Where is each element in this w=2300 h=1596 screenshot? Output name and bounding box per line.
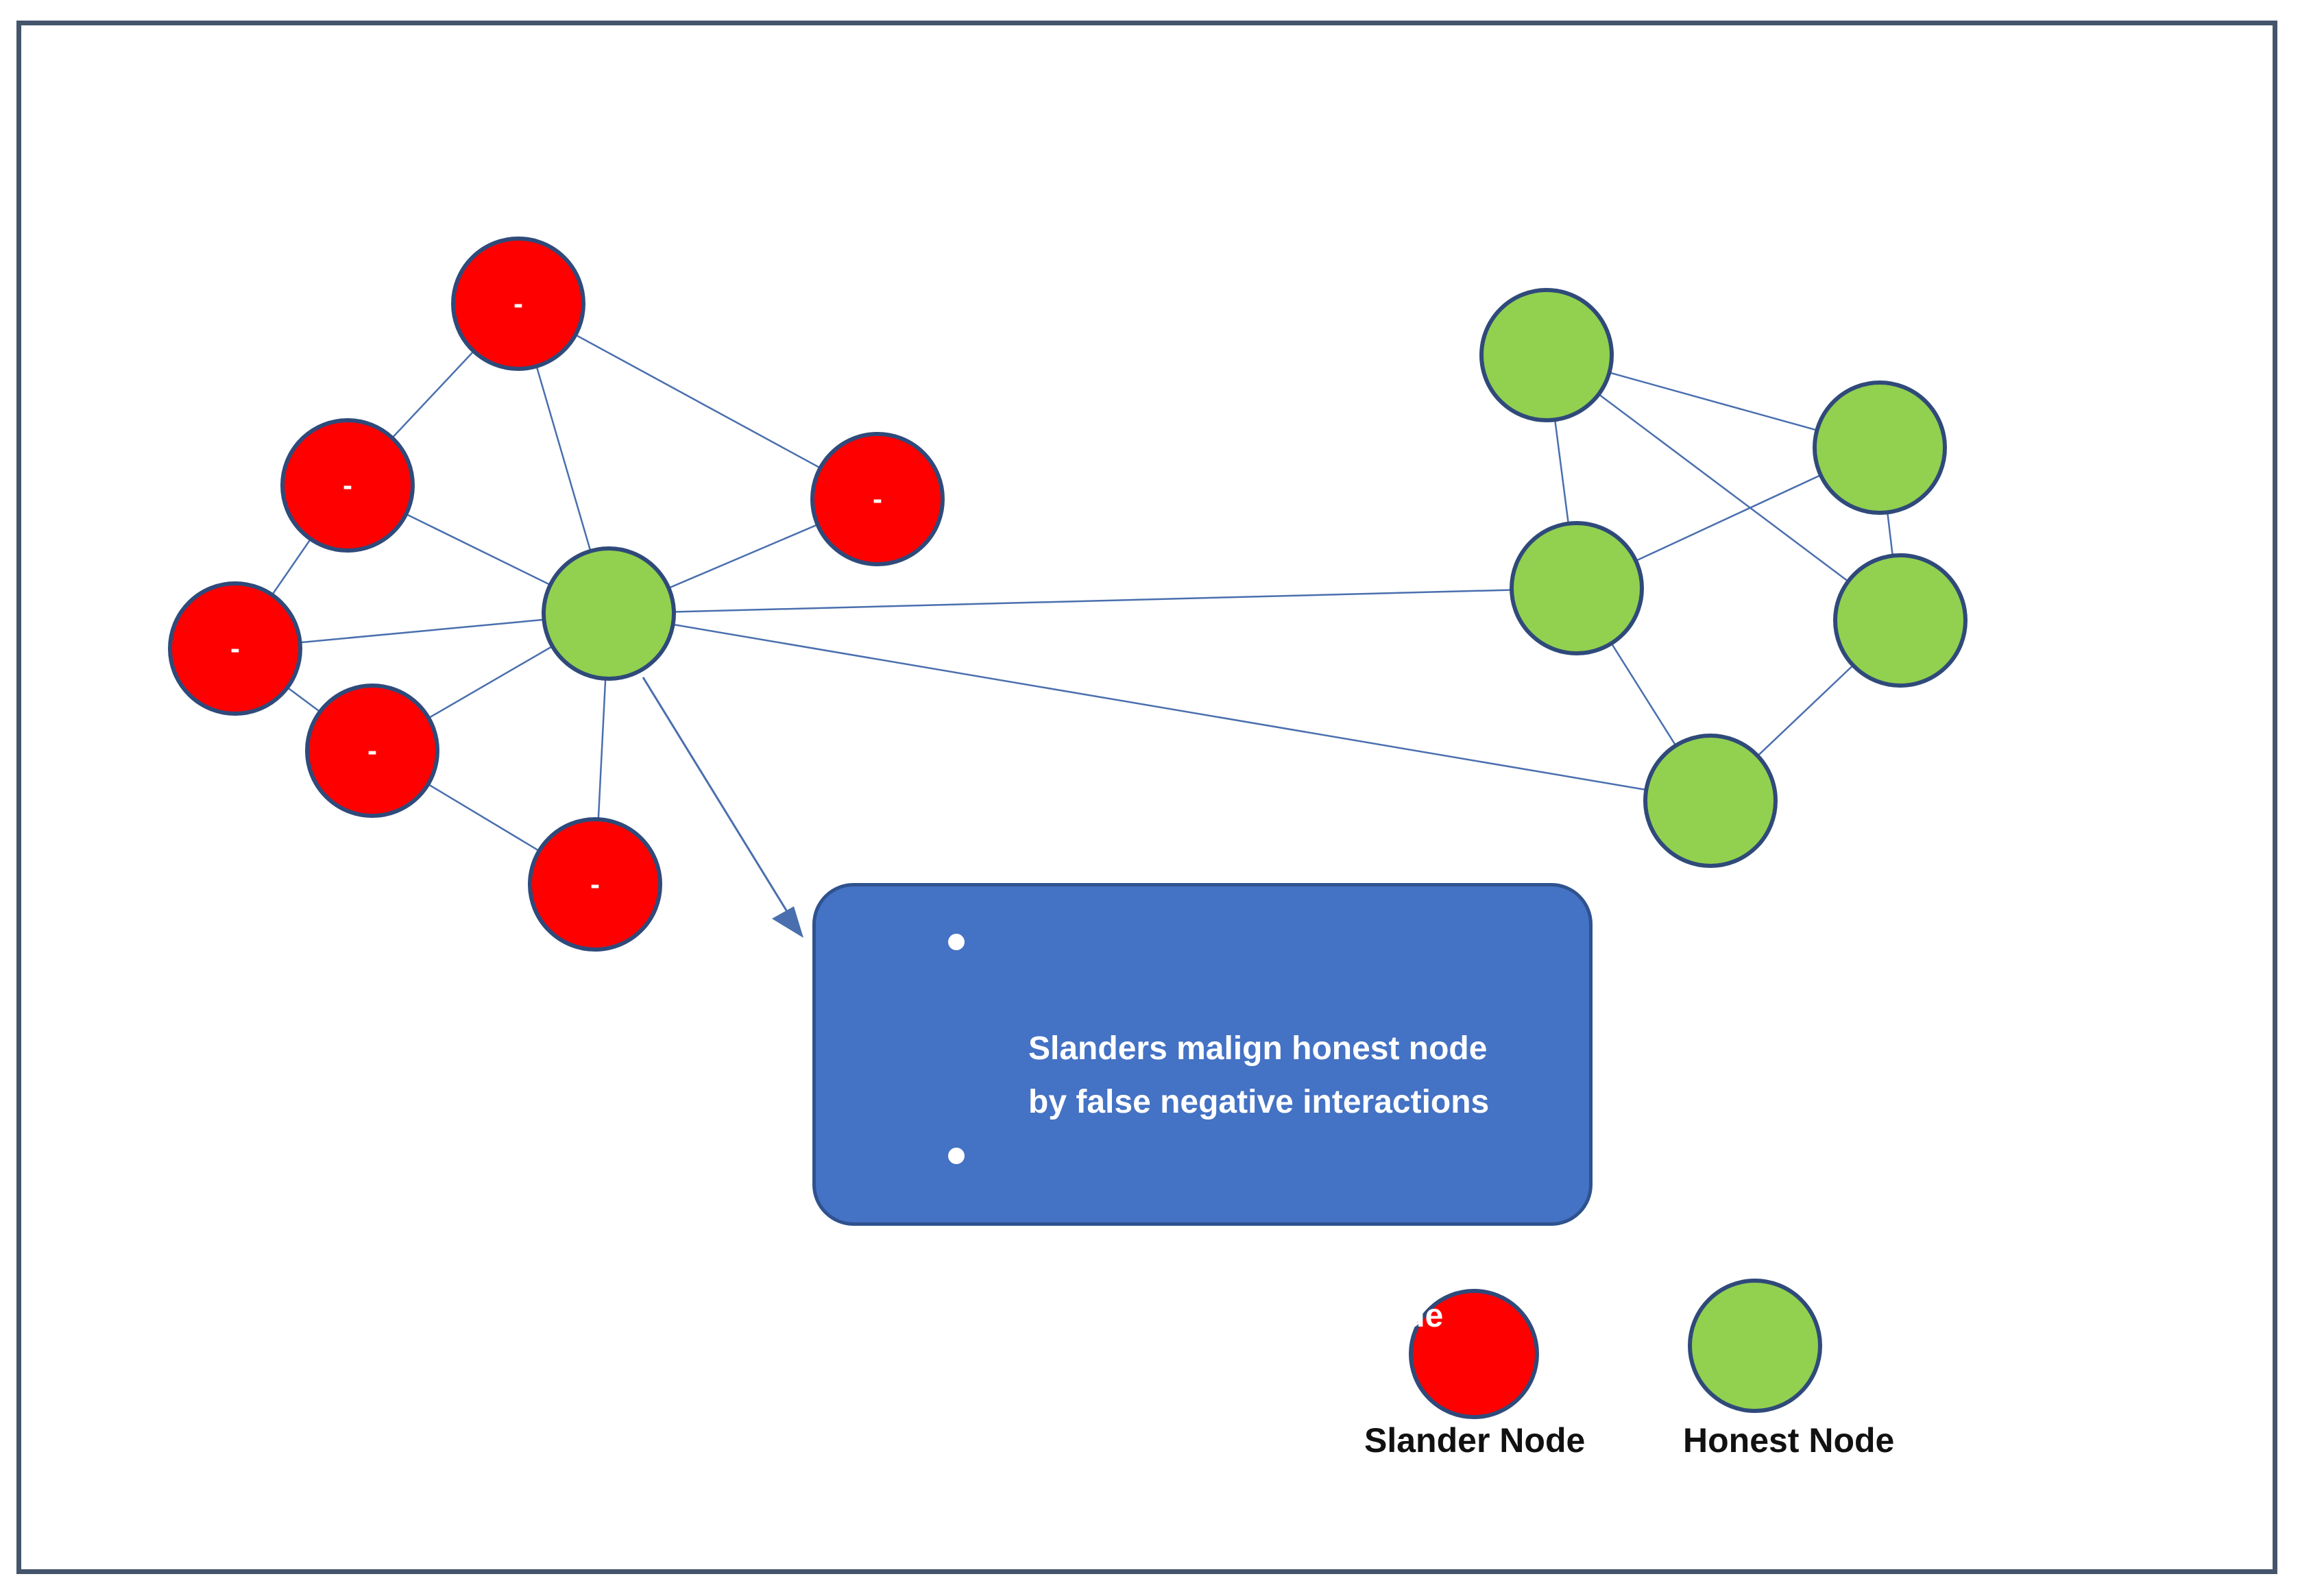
callout-arrowhead (772, 906, 803, 938)
honest-node-circle (1510, 521, 1644, 655)
slander-node-sign: - (343, 469, 352, 501)
slander-node: - (810, 432, 945, 566)
slander-node-circle (305, 684, 439, 818)
legend-honest-swatch (1688, 1279, 1822, 1413)
slander-node-circle (168, 581, 302, 716)
honest-node-circle (1643, 734, 1778, 868)
slander-node: - (451, 237, 585, 371)
slander-node-circle (810, 432, 945, 566)
slander-node-circle (280, 418, 415, 553)
slander-node: - (528, 817, 662, 952)
legend-honest-label: Honest Node (1683, 1421, 1895, 1460)
slander-node-circle (528, 817, 662, 952)
callout-arrow (642, 677, 802, 934)
honest-node-circle (542, 546, 676, 681)
callout-item-malign: Slanders malign honest node by false neg… (816, 915, 1556, 1129)
honest-node (1643, 734, 1778, 868)
slander-node-circle (451, 237, 585, 371)
edge-h1-h4 (1546, 354, 1901, 621)
honest-node-circle (1813, 380, 1947, 515)
edge-h0-h3 (608, 587, 1577, 615)
callout-item-malign-text: Slanders malign honest node by false neg… (1028, 1030, 1490, 1120)
bullet-dot (948, 1148, 965, 1164)
slander-node-sign: - (367, 734, 377, 766)
bullet-dot (948, 934, 965, 950)
legend (1409, 1279, 1822, 1419)
honest-node (542, 546, 676, 681)
slander-node-sign: - (230, 632, 240, 664)
edge-h0-h5 (608, 612, 1711, 802)
nodes: - - - - - - (168, 237, 1968, 952)
slander-node-sign: - (590, 868, 600, 900)
callout-list: Slanders malign honest node by false neg… (816, 915, 1556, 1396)
honest-node (1510, 521, 1644, 655)
callout-item-rank-text: Credible information attached with hones… (1028, 1244, 1444, 1388)
slander-node: - (168, 581, 302, 716)
callout-box: Slanders malign honest node by false neg… (812, 883, 1593, 1388)
slander-node-sign: - (873, 483, 882, 515)
slander-node-sign: - (513, 287, 523, 319)
legend-slander-swatch (1409, 1289, 1539, 1419)
honest-node (1813, 380, 1947, 515)
honest-node-circle (1833, 553, 1968, 688)
honest-node (1833, 553, 1968, 688)
callout-item-rank: Credible information attached with hones… (816, 1129, 1556, 1396)
edge-s1-s3 (518, 302, 878, 500)
slander-node: - (305, 684, 439, 818)
slander-node: - (280, 418, 415, 553)
honest-node (1479, 288, 1614, 422)
legend-slander-label: Slander Node (1364, 1421, 1586, 1460)
honest-node-circle (1479, 288, 1614, 422)
